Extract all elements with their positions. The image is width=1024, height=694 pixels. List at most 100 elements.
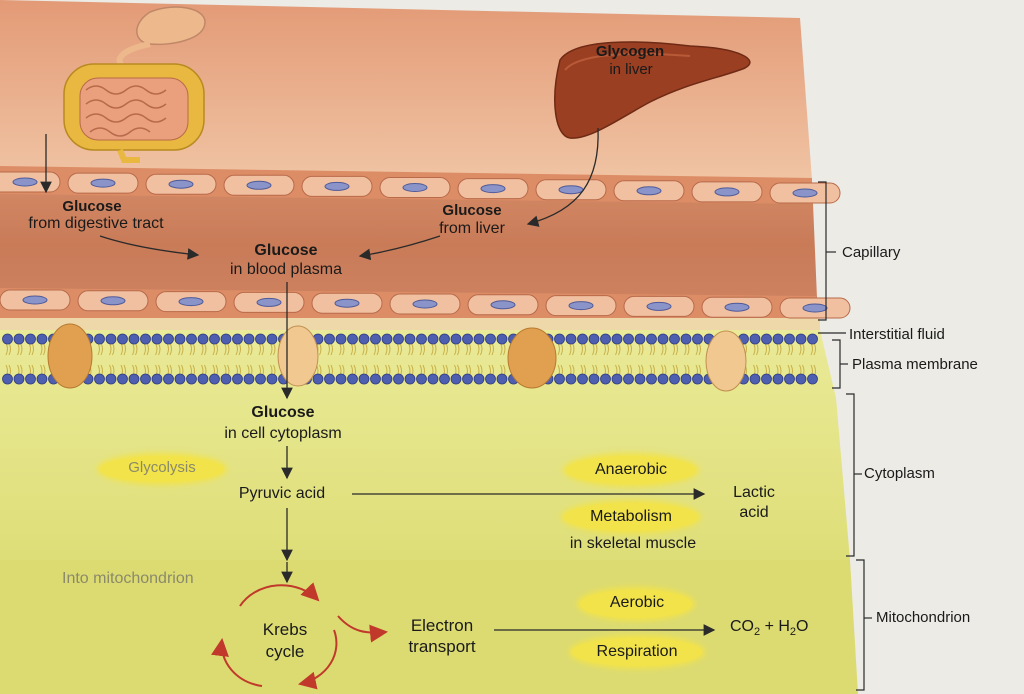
- glucose-cytoplasm-label: Glucose: [251, 404, 315, 421]
- cell-nucleus: [646, 301, 672, 311]
- phospholipid-head: [416, 373, 427, 385]
- phospholipid-head: [772, 373, 784, 385]
- lactic-acid-label-line2: acid: [739, 504, 769, 521]
- phospholipid-head: [611, 373, 623, 385]
- phospholipid-head: [186, 333, 197, 345]
- cell-nucleus: [412, 299, 438, 309]
- phospholipid-head: [761, 333, 772, 345]
- phospholipid-head: [795, 333, 807, 345]
- glycogen-location: in liver: [609, 61, 653, 78]
- phospholipid-head: [255, 333, 266, 345]
- anaerobic-label: Anaerobic: [594, 461, 668, 478]
- phospholipid-head: [232, 333, 243, 345]
- phospholipid-head: [462, 373, 473, 385]
- lactic-acid-label-line1: Lactic: [733, 484, 775, 501]
- phospholipid-head: [646, 373, 657, 385]
- krebs-label-line1: Krebs: [262, 620, 308, 639]
- phospholipid-head: [692, 333, 703, 345]
- plasma-membrane-label: Plasma membrane: [852, 356, 978, 373]
- phospholipid-head: [151, 333, 163, 345]
- arrow-krebs-to-electron: [337, 615, 388, 643]
- phospholipid-head: [439, 333, 450, 345]
- phospholipid-head: [2, 333, 13, 345]
- phospholipid-head: [588, 333, 600, 345]
- phospholipid-head: [94, 373, 105, 385]
- glucose-digestive-source: from digestive tract: [28, 215, 164, 232]
- phospholipid-head: [2, 373, 13, 385]
- cell-nucleus: [480, 184, 506, 194]
- phospholipid-head: [186, 373, 197, 385]
- cell-nucleus: [792, 188, 818, 198]
- phospholipid-head: [174, 373, 186, 385]
- phospholipid-head: [657, 373, 669, 385]
- phospholipid-head: [439, 373, 450, 385]
- cell-nucleus: [402, 183, 428, 192]
- glucose-plasma-label: Glucose: [254, 242, 318, 259]
- membrane-protein: [705, 330, 747, 392]
- glucose-transporter: [277, 325, 319, 387]
- phospholipid-head: [680, 333, 692, 345]
- phospholipid-head: [266, 333, 278, 345]
- phospholipid-head: [266, 373, 278, 385]
- cell-nucleus: [168, 179, 194, 189]
- phospholipid-head: [220, 333, 232, 345]
- phospholipid-head: [163, 373, 174, 385]
- arrow-digestive-to-plasma: [99, 235, 200, 260]
- phospholipid-head: [243, 333, 255, 345]
- phospholipid-head: [692, 373, 703, 385]
- phospholipid-head: [462, 333, 473, 345]
- phospholipid-head: [140, 373, 151, 385]
- phospholipid-head: [393, 373, 404, 385]
- phospholipid-head: [611, 333, 623, 345]
- phospholipid-head: [174, 333, 186, 345]
- phospholipid-head: [761, 373, 772, 385]
- phospholipid-head: [772, 333, 784, 345]
- pyruvic-acid-label: Pyruvic acid: [238, 485, 326, 502]
- phospholipid-head: [795, 373, 807, 385]
- phospholipid-head: [324, 333, 335, 345]
- cell-nucleus: [334, 298, 360, 308]
- cell-nucleus: [12, 177, 38, 187]
- aerobic-highlight: [580, 590, 692, 618]
- skeletal-muscle-label: in skeletal muscle: [569, 535, 697, 552]
- phospholipid-head: [128, 373, 140, 385]
- phospholipid-head: [197, 373, 209, 385]
- phospholipid-head: [565, 333, 577, 345]
- phospholipid-head: [669, 333, 680, 345]
- glycolysis-label: Glycolysis: [128, 459, 196, 476]
- phospholipid-head: [94, 333, 105, 345]
- phospholipid-head: [255, 373, 266, 385]
- cell-nucleus: [568, 301, 594, 311]
- electron-transport-line1: Electron: [410, 616, 474, 635]
- co2-h2o-label: CO2 + H2O: [730, 618, 809, 639]
- phospholipid-head: [416, 333, 427, 345]
- cytoplasm-label: Cytoplasm: [864, 465, 935, 482]
- phospholipid-head: [381, 373, 393, 385]
- liver-illustration: [554, 41, 751, 139]
- phospholipid-head: [163, 333, 174, 345]
- phospholipid-head: [370, 333, 381, 345]
- interstitial-fluid-label: Interstitial fluid: [849, 326, 945, 343]
- phospholipid-head: [577, 373, 588, 385]
- phospholipid-head: [358, 333, 370, 345]
- glucose-liver-label: Glucose: [442, 202, 502, 219]
- phospholipid-head: [105, 373, 117, 385]
- phospholipid-head: [393, 333, 404, 345]
- phospholipid-head: [140, 333, 151, 345]
- phospholipid-head: [496, 373, 508, 385]
- cell-nucleus: [246, 180, 272, 190]
- phospholipid-head: [209, 333, 220, 345]
- phospholipid-head: [197, 333, 209, 345]
- phospholipid-head: [669, 373, 680, 385]
- phospholipid-head: [657, 333, 669, 345]
- phospholipid-head: [312, 373, 324, 385]
- phospholipid-head: [427, 373, 439, 385]
- phospholipid-head: [324, 373, 335, 385]
- glucose-liver-source: from liver: [439, 220, 505, 237]
- phospholipid-head: [13, 333, 25, 345]
- phospholipid-head: [381, 333, 393, 345]
- cell-nucleus: [178, 297, 204, 307]
- phospholipid-head: [749, 373, 761, 385]
- phospholipid-head: [623, 373, 634, 385]
- capillary-label: Capillary: [842, 244, 901, 261]
